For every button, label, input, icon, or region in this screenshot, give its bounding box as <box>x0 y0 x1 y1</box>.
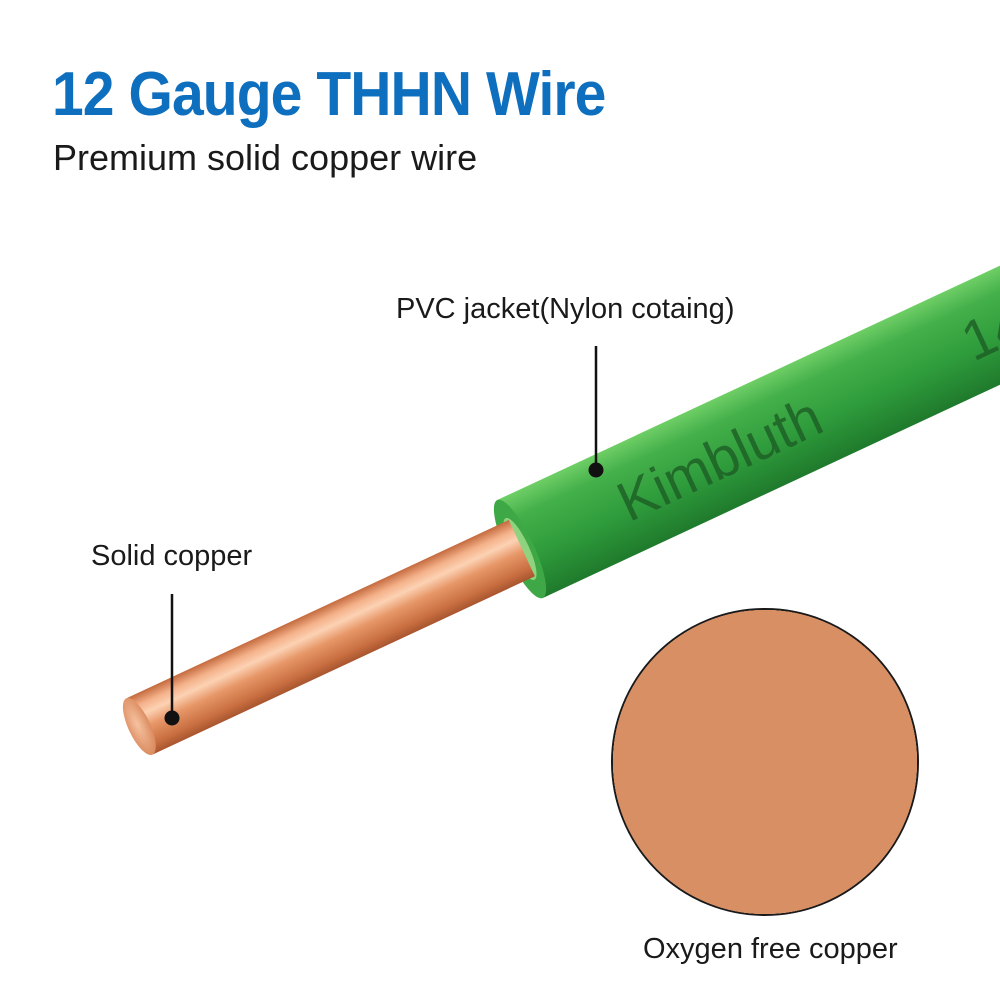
copper-rod-end <box>467 844 535 912</box>
copper-rod-end <box>599 960 667 1000</box>
copper-rod-body <box>357 918 511 1000</box>
copper-rod-end <box>665 960 733 1000</box>
copper-rod-body <box>423 802 577 910</box>
copper-rod-body <box>654 860 809 914</box>
copper-rod-end <box>829 610 899 623</box>
copper-rod-body <box>357 802 511 910</box>
copper-rod-body <box>786 860 917 914</box>
page-subtitle: Premium solid copper wire <box>53 137 478 178</box>
copper-rod-end <box>895 901 917 914</box>
oxygen-free-copper-label: Oxygen free copper <box>643 933 898 965</box>
copper-rod-end <box>863 960 931 1000</box>
solid-copper-conductor <box>122 520 535 755</box>
copper-rod-body <box>390 628 544 736</box>
jacket-callout-dot <box>588 462 604 478</box>
copper-rod-body <box>613 802 644 911</box>
copper-rod-end <box>995 728 1000 796</box>
copper-rod-end <box>500 670 568 738</box>
copper-rod-end <box>797 496 865 564</box>
copper-rod-end <box>797 960 865 1000</box>
copper-rod-body <box>357 686 511 794</box>
copper-rod-end <box>631 610 701 623</box>
copper-rod-body <box>456 744 610 852</box>
copper-rod-end <box>895 610 917 623</box>
copper-rod-body <box>885 802 917 911</box>
copper-rod-body <box>423 686 577 794</box>
copper-rod-body <box>885 454 1000 562</box>
copper-rod-body <box>423 918 577 1000</box>
copper-rod-end <box>995 612 1000 680</box>
copper-rod-body <box>852 610 917 621</box>
page-title: 12 Gauge THHN Wire <box>52 60 606 129</box>
copper-rod-end <box>500 902 568 970</box>
copper-rod-end <box>929 728 997 796</box>
copper-rod-end <box>962 902 1000 970</box>
copper-rod-end <box>995 496 1000 564</box>
copper-rod-end <box>863 496 931 564</box>
copper-rod-end <box>467 728 535 796</box>
copper-rod-body <box>918 628 1000 736</box>
copper-rod-body <box>390 860 544 968</box>
copper-rod-end <box>929 960 997 1000</box>
jacket-label: PVC jacket(Nylon cotaing) <box>396 293 735 325</box>
copper-rod-end <box>467 612 535 680</box>
copper-rod-end <box>533 844 601 912</box>
copper-rod-body <box>918 512 1000 620</box>
copper-rod-end <box>500 786 568 854</box>
copper-rod-end <box>467 960 535 1000</box>
copper-rod-body <box>720 860 875 914</box>
solid-copper-label: Solid copper <box>91 540 253 572</box>
copper-rod-end <box>533 960 601 1000</box>
copper-rod-body <box>819 454 973 562</box>
copper-rod-end <box>533 612 601 680</box>
copper-rod-body <box>918 744 1000 852</box>
copper-rod-body <box>456 860 610 968</box>
copper-rod-end <box>929 612 997 680</box>
copper-rod-body <box>720 610 875 621</box>
copper-rod-body <box>885 610 917 679</box>
copper-rod-end <box>929 496 997 564</box>
pvc-jacket: Kimbluth 14 <box>493 178 1000 599</box>
copper-rod-body <box>786 610 917 621</box>
copper-callout-dot <box>164 710 180 726</box>
copper-rod-end <box>962 670 1000 738</box>
copper-rod-body <box>489 918 643 1000</box>
copper-rod-body <box>456 628 610 736</box>
copper-rod-body <box>918 860 1000 968</box>
copper-rod-end <box>533 728 601 796</box>
copper-rod-body <box>390 744 544 852</box>
copper-rod-end <box>962 786 1000 854</box>
copper-rod-end <box>995 960 1000 1000</box>
copper-rod-end <box>929 844 997 912</box>
copper-rod-end <box>613 901 635 914</box>
oxygen-free-copper-inset <box>357 454 1000 1000</box>
copper-rod-body <box>852 744 917 853</box>
copper-rod-end <box>995 844 1000 912</box>
copper-rod-body <box>885 918 1000 1000</box>
copper-rod-end <box>731 496 799 564</box>
copper-rod-end <box>962 554 1000 622</box>
copper-rod-end <box>731 960 799 1000</box>
